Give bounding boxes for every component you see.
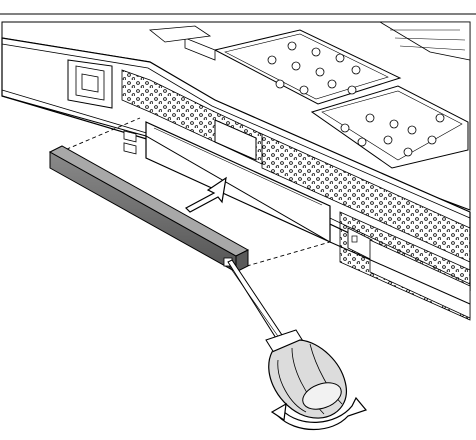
chassis-bottom-edge xyxy=(1,95,471,305)
right-bezel-section xyxy=(339,211,471,321)
alignment-guides xyxy=(59,117,331,269)
status-display-window xyxy=(214,119,257,161)
flat-blade-screwdriver xyxy=(227,259,347,419)
usb-ports xyxy=(123,130,137,155)
internal-drive-cage xyxy=(148,21,471,169)
power-switch-area xyxy=(67,59,113,109)
pull-out-arrow xyxy=(185,176,227,213)
twist-arrow xyxy=(270,396,368,431)
vent-grille-right xyxy=(261,133,471,263)
